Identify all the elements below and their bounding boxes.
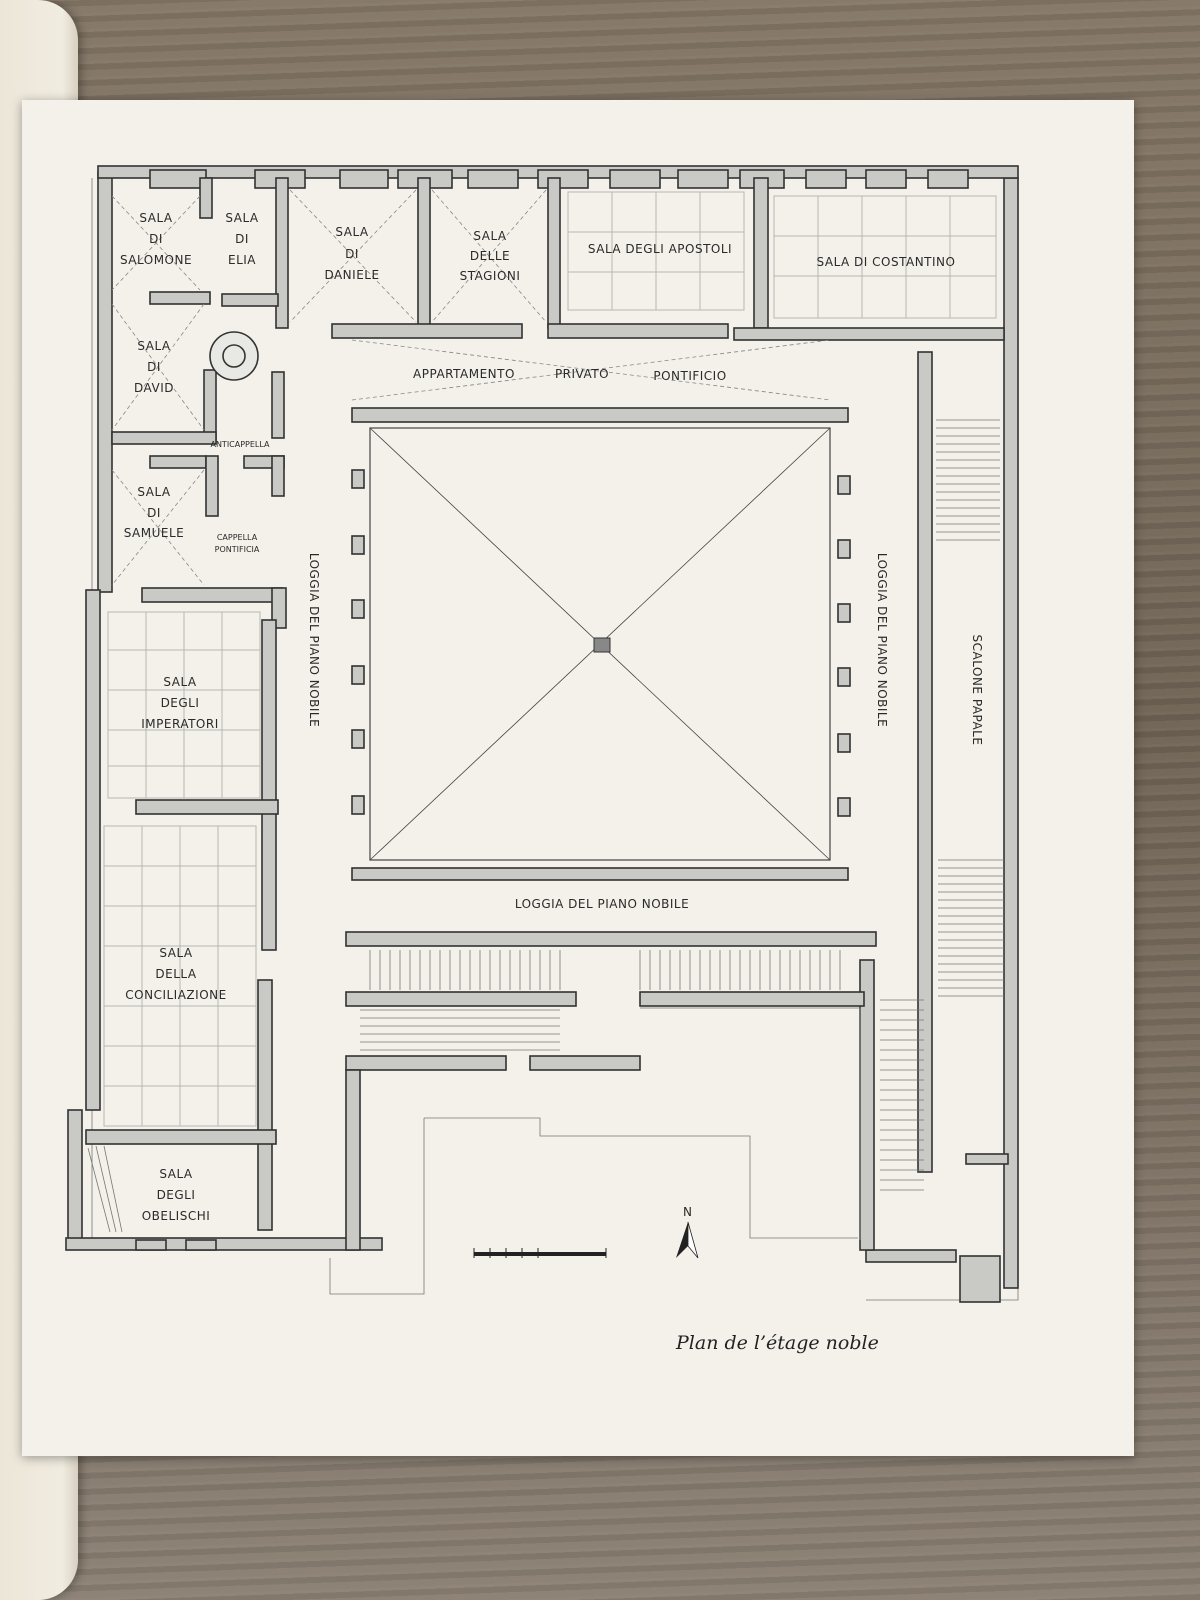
label-elia-2: DI (235, 232, 249, 246)
label-daniele-1: SALA (335, 225, 369, 239)
label-obelischi-1: SALA (159, 1167, 193, 1181)
west-wing-walls (85, 619, 279, 1251)
coffered-ceiling-grids (103, 191, 997, 1127)
label-imperatori-1: SALA (163, 675, 197, 689)
label-cappella-2: PONTIFICIA (215, 545, 260, 554)
courtyard (351, 407, 851, 881)
label-imperatori-3: IMPERATORI (141, 717, 219, 731)
label-stagioni-1: SALA (473, 229, 507, 243)
label-stagioni-3: STAGIONI (460, 269, 521, 283)
label-salomone-1: SALA (139, 211, 173, 225)
label-obelischi-3: OBELISCHI (142, 1209, 211, 1223)
plan-caption: Plan de l’étage noble (676, 1332, 879, 1354)
label-obelischi-2: DEGLI (157, 1188, 196, 1202)
label-conciliazione-1: SALA (159, 946, 193, 960)
label-salomone-3: SALOMONE (120, 253, 192, 267)
label-apostoli: SALA DEGLI APOSTOLI (588, 242, 732, 256)
label-david-1: SALA (137, 339, 171, 353)
east-wing-walls (859, 351, 1009, 1303)
label-conciliazione-2: DELLA (155, 967, 196, 981)
label-elia-3: ELIA (228, 253, 256, 267)
north-wing-walls (111, 177, 1005, 629)
label-stagioni-2: DELLE (470, 249, 510, 263)
label-imperatori-2: DEGLI (161, 696, 200, 710)
label-salomone-2: DI (149, 232, 163, 246)
label-conciliazione-3: CONCILIAZIONE (125, 988, 226, 1002)
label-david-2: DI (147, 360, 161, 374)
scale-bar (473, 1248, 607, 1258)
label-costantino: SALA DI COSTANTINO (817, 255, 956, 269)
label-samuele-1: SALA (137, 485, 171, 499)
label-cappella-1: CAPPELLA (217, 533, 258, 542)
label-anticappella: ANTICAPPELLA (210, 440, 270, 449)
north-arrow (676, 1221, 699, 1259)
label-scalone-papale: SCALONE PAPALE (970, 635, 984, 746)
label-elia-1: SALA (225, 211, 259, 225)
label-loggia-south: LOGGIA DEL PIANO NOBILE (515, 897, 689, 911)
label-appartamento: APPARTAMENTO (413, 367, 515, 381)
north-label: N (683, 1205, 692, 1219)
south-stairs (329, 931, 877, 1295)
label-loggia-west: LOGGIA DEL PIANO NOBILE (307, 553, 321, 727)
room-labels: SALA DI SALOMONE SALA DI ELIA SALA DI DA… (120, 211, 984, 1223)
label-pontificio: PONTIFICIO (653, 369, 726, 383)
label-daniele-2: DI (345, 247, 359, 261)
label-samuele-2: DI (147, 506, 161, 520)
label-loggia-east: LOGGIA DEL PIANO NOBILE (875, 553, 889, 727)
outer-walls (65, 165, 1019, 1301)
label-privato: PRIVATO (555, 367, 609, 381)
label-samuele-3: SAMUELE (124, 526, 185, 540)
label-daniele-3: DANIELE (324, 268, 379, 282)
label-david-3: DAVID (134, 381, 174, 395)
